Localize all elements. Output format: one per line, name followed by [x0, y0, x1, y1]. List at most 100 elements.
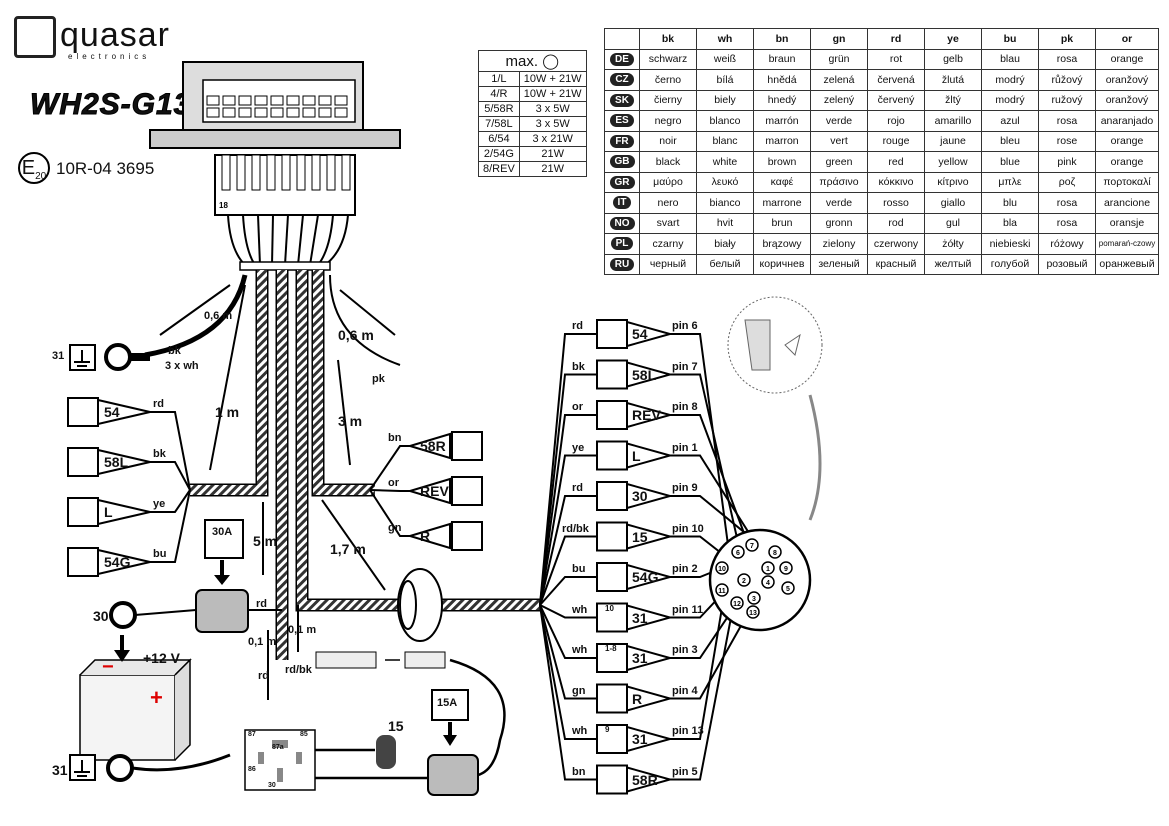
socket-terminal: 30 — [632, 488, 648, 504]
socket-terminal: REV — [632, 407, 661, 423]
connector-pin — [334, 107, 348, 118]
socket-wire: bk — [572, 360, 585, 373]
socket-pin-row — [539, 559, 731, 754]
language-code: GR — [609, 175, 635, 189]
connector-pin — [206, 95, 220, 106]
socket-contact — [781, 581, 795, 595]
color-name: oranžový — [1095, 89, 1159, 111]
socket-contact — [768, 545, 782, 559]
color-name: коричнев — [753, 253, 811, 275]
right-wire: or — [388, 477, 399, 489]
color-name: nero — [639, 192, 697, 214]
length-3m: 3 m — [338, 413, 363, 429]
language-code: CZ — [610, 73, 634, 87]
connector-pin — [286, 95, 300, 106]
connector-rib — [236, 154, 246, 191]
color-name: brown — [753, 151, 811, 173]
connector-pin — [206, 107, 220, 118]
color-name: weiß — [696, 48, 754, 70]
battery-voltage: +12 V — [143, 650, 180, 666]
socket-contact-number: 3 — [752, 596, 756, 603]
right-wire: bn — [388, 432, 402, 444]
socket-contact — [747, 591, 761, 605]
color-name: hvit — [696, 212, 754, 234]
color-name: оранжевый — [1095, 253, 1159, 275]
color-name: orange — [1095, 130, 1159, 152]
color-name: blau — [981, 48, 1039, 70]
socket-wire: or — [572, 401, 583, 413]
socket-pin-icon — [596, 359, 628, 390]
relay-pin-label: 30 — [268, 782, 276, 789]
socket-terminal: 58R — [632, 771, 658, 788]
socket-pin-icon — [596, 724, 628, 754]
position-light-icon — [67, 447, 99, 477]
socket-contact — [737, 573, 751, 587]
power-pin: 6/54 — [478, 131, 520, 147]
socket-wire: ye — [572, 441, 585, 454]
svg-text:+: + — [150, 685, 163, 710]
socket-pin-number: pin 13 — [672, 725, 704, 737]
socket-wire: gn — [572, 684, 586, 697]
connector-pin — [238, 95, 252, 106]
connector-pin — [302, 107, 316, 118]
socket-wire: wh — [572, 725, 588, 737]
color-name: brun — [753, 212, 811, 234]
socket-contact — [745, 538, 759, 552]
connector-rib — [221, 154, 231, 191]
socket-contact — [779, 561, 793, 575]
left-terminal: 54G — [104, 554, 131, 570]
length-01m-b: 0,1 m — [288, 624, 317, 636]
power-max: 21W — [518, 161, 587, 177]
socket-contact-number: 7 — [750, 543, 754, 550]
socket-pin-icon — [596, 602, 628, 633]
language-code: IT — [612, 196, 632, 210]
length-1m: 1 m — [215, 404, 240, 420]
language-code: PL — [610, 237, 634, 251]
power-pin: 8/REV — [478, 161, 520, 177]
ground-wire-bk: bk — [168, 345, 181, 357]
language-flag: FR — [604, 130, 640, 152]
socket-wire: rd/bk — [562, 522, 589, 535]
connector-pin — [254, 95, 268, 106]
fog-light-icon — [67, 547, 99, 577]
left-wire: bu — [153, 548, 167, 560]
length-06m-left: 0,6 m — [204, 310, 233, 322]
socket-contact-number: 1 — [766, 566, 770, 573]
color-name: żółty — [924, 233, 982, 255]
wire-rd2-label: rd — [258, 670, 269, 682]
length-01m-a: 0,1 m — [248, 636, 277, 648]
connector-pin — [318, 95, 332, 106]
connector-rib — [251, 154, 261, 191]
socket-contact-number: 12 — [733, 601, 741, 608]
language-code: DE — [610, 52, 634, 66]
wire-harness — [144, 270, 540, 660]
color-name: ružový — [1038, 89, 1096, 111]
connector-pin — [270, 107, 284, 118]
right-input-REV — [369, 476, 483, 506]
socket-pin-icon — [596, 481, 628, 511]
color-name: arancione — [1095, 192, 1159, 214]
connector-pin — [222, 107, 236, 118]
socket-wire: bu — [572, 563, 586, 575]
socket-contact-number: 5 — [786, 586, 790, 593]
ground-terminal-left — [69, 343, 150, 371]
terminal-30-label: 30 — [93, 608, 109, 624]
right-terminal: R — [420, 528, 431, 544]
socket-terminal: R — [632, 690, 643, 707]
socket-contact — [715, 583, 729, 597]
language-code: RU — [609, 257, 635, 271]
brand-tagline: electronics — [68, 52, 151, 62]
connector-pin — [318, 107, 332, 118]
socket-pin-number: pin 4 — [672, 684, 698, 697]
relay-fuse-15a — [427, 689, 479, 796]
